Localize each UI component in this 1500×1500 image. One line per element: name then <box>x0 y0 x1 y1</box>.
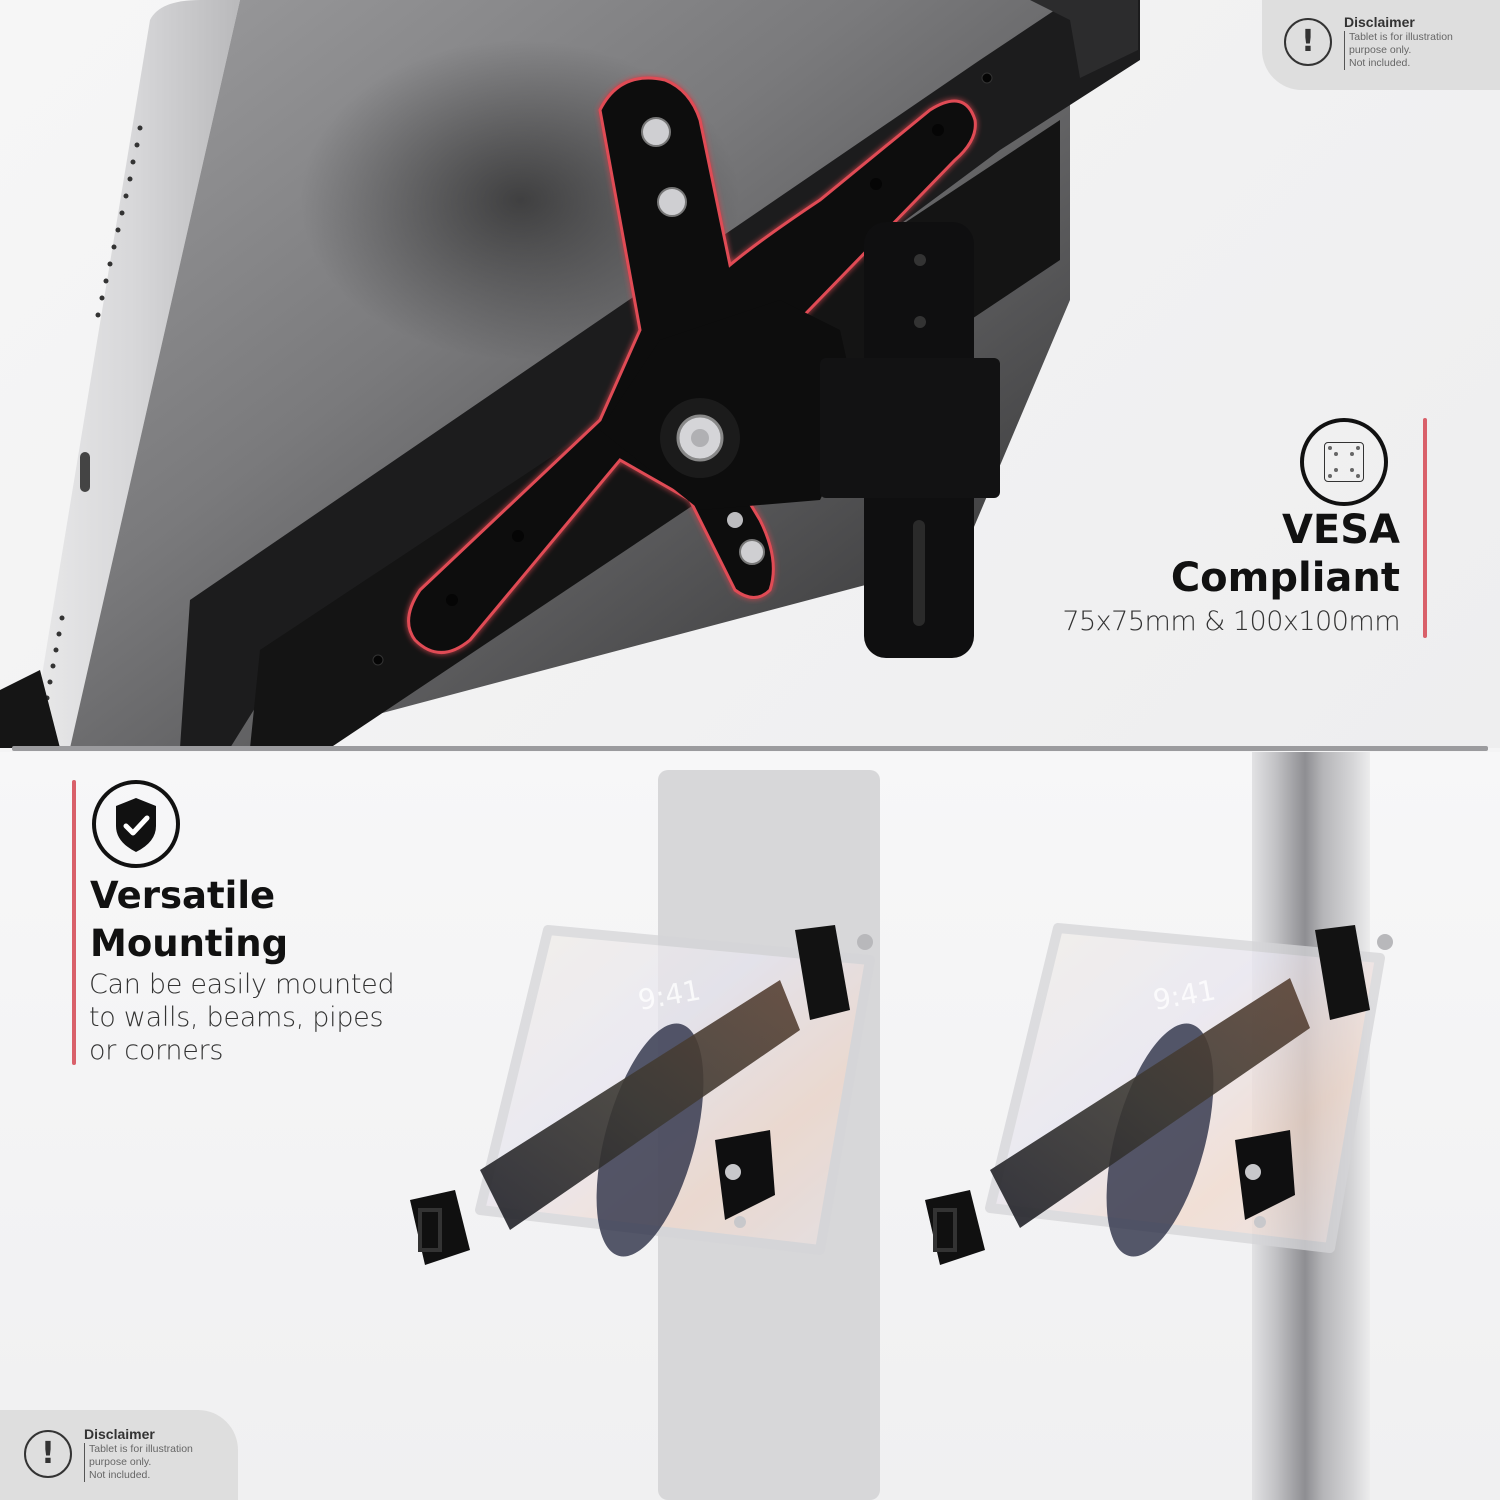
tablet-mount-scene-1: 9:41 <box>410 925 875 1265</box>
mounting-scenes-illustration: 9:41 9:41 <box>410 752 1393 1500</box>
vesa-plate-icon <box>1300 418 1388 506</box>
vesa-title-line1: VESA <box>1281 507 1400 553</box>
disclaimer-line: Tablet is for illustration <box>1349 31 1453 43</box>
disclaimer-line: Not included. <box>89 1469 151 1481</box>
exclamation-circle-icon: ! <box>1284 18 1332 66</box>
disclaimer-title: Disclaimer <box>84 1426 155 1442</box>
description-line: to walls, beams, pipes <box>89 1002 384 1033</box>
accent-bar <box>1423 418 1427 638</box>
versatile-title-line2: Mounting <box>90 922 289 965</box>
panel-divider <box>12 746 1488 751</box>
disclaimer-title: Disclaimer <box>1344 14 1415 30</box>
versatile-title: Versatile Mounting <box>90 872 288 968</box>
versatile-panel: 9:41 9:41 <box>0 752 1500 1500</box>
tablet-edge <box>30 0 240 748</box>
versatile-description: Can be easily mounted to walls, beams, p… <box>89 968 395 1067</box>
vesa-title-line2: Compliant <box>1170 555 1400 601</box>
disclaimer-line: purpose only. <box>89 1456 152 1468</box>
accent-bar <box>72 780 76 1065</box>
vesa-mount-illustration <box>0 0 1140 748</box>
vesa-panel: ! Disclaimer Tablet is for illustration … <box>0 0 1500 748</box>
disclaimer-badge-top: ! Disclaimer Tablet is for illustration … <box>1262 0 1500 90</box>
vesa-subtitle: 75x75mm & 100x100mm <box>1062 606 1400 637</box>
disclaimer-line: purpose only. <box>1349 44 1412 56</box>
disclaimer-badge-bottom: ! Disclaimer Tablet is for illustration … <box>0 1410 238 1500</box>
disclaimer-line: Tablet is for illustration <box>89 1443 193 1455</box>
description-line: or corners <box>89 1035 224 1066</box>
disclaimer-line: Not included. <box>1349 57 1411 69</box>
swivel-hinge <box>600 300 860 510</box>
description-line: Can be easily mounted <box>89 969 395 1000</box>
shield-check-icon <box>92 780 180 868</box>
exclamation-circle-icon: ! <box>24 1430 72 1478</box>
vesa-title: VESA Compliant <box>1171 506 1400 602</box>
versatile-title-line1: Versatile <box>90 874 276 917</box>
tablet-mount-scene-2: 9:41 <box>925 923 1393 1265</box>
wall-plate <box>820 222 1000 658</box>
